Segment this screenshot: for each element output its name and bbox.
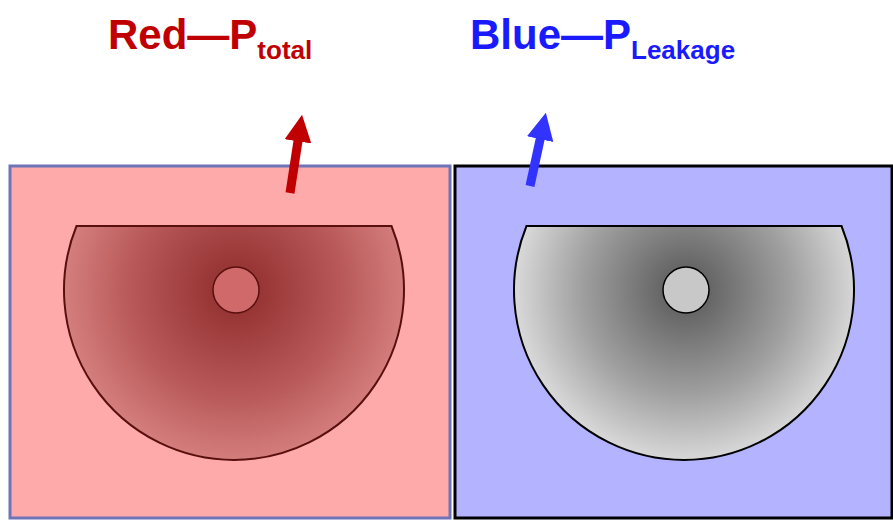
half-disc xyxy=(64,226,404,460)
pointer-arrow xyxy=(530,126,543,186)
heading-subscript: Leakage xyxy=(631,35,735,65)
red-panel xyxy=(10,166,450,518)
panel-heading: Blue—PLeakage xyxy=(470,14,735,56)
panel-heading: Red—Ptotal xyxy=(108,14,312,56)
half-disc xyxy=(514,226,854,460)
heading-text: Blue—P xyxy=(470,11,631,58)
center-circle xyxy=(663,267,709,313)
blue-panel xyxy=(455,166,892,518)
heading-subscript: total xyxy=(257,35,312,65)
pointer-arrow xyxy=(290,128,300,193)
heading-text: Red—P xyxy=(108,11,257,58)
center-circle xyxy=(213,267,259,313)
